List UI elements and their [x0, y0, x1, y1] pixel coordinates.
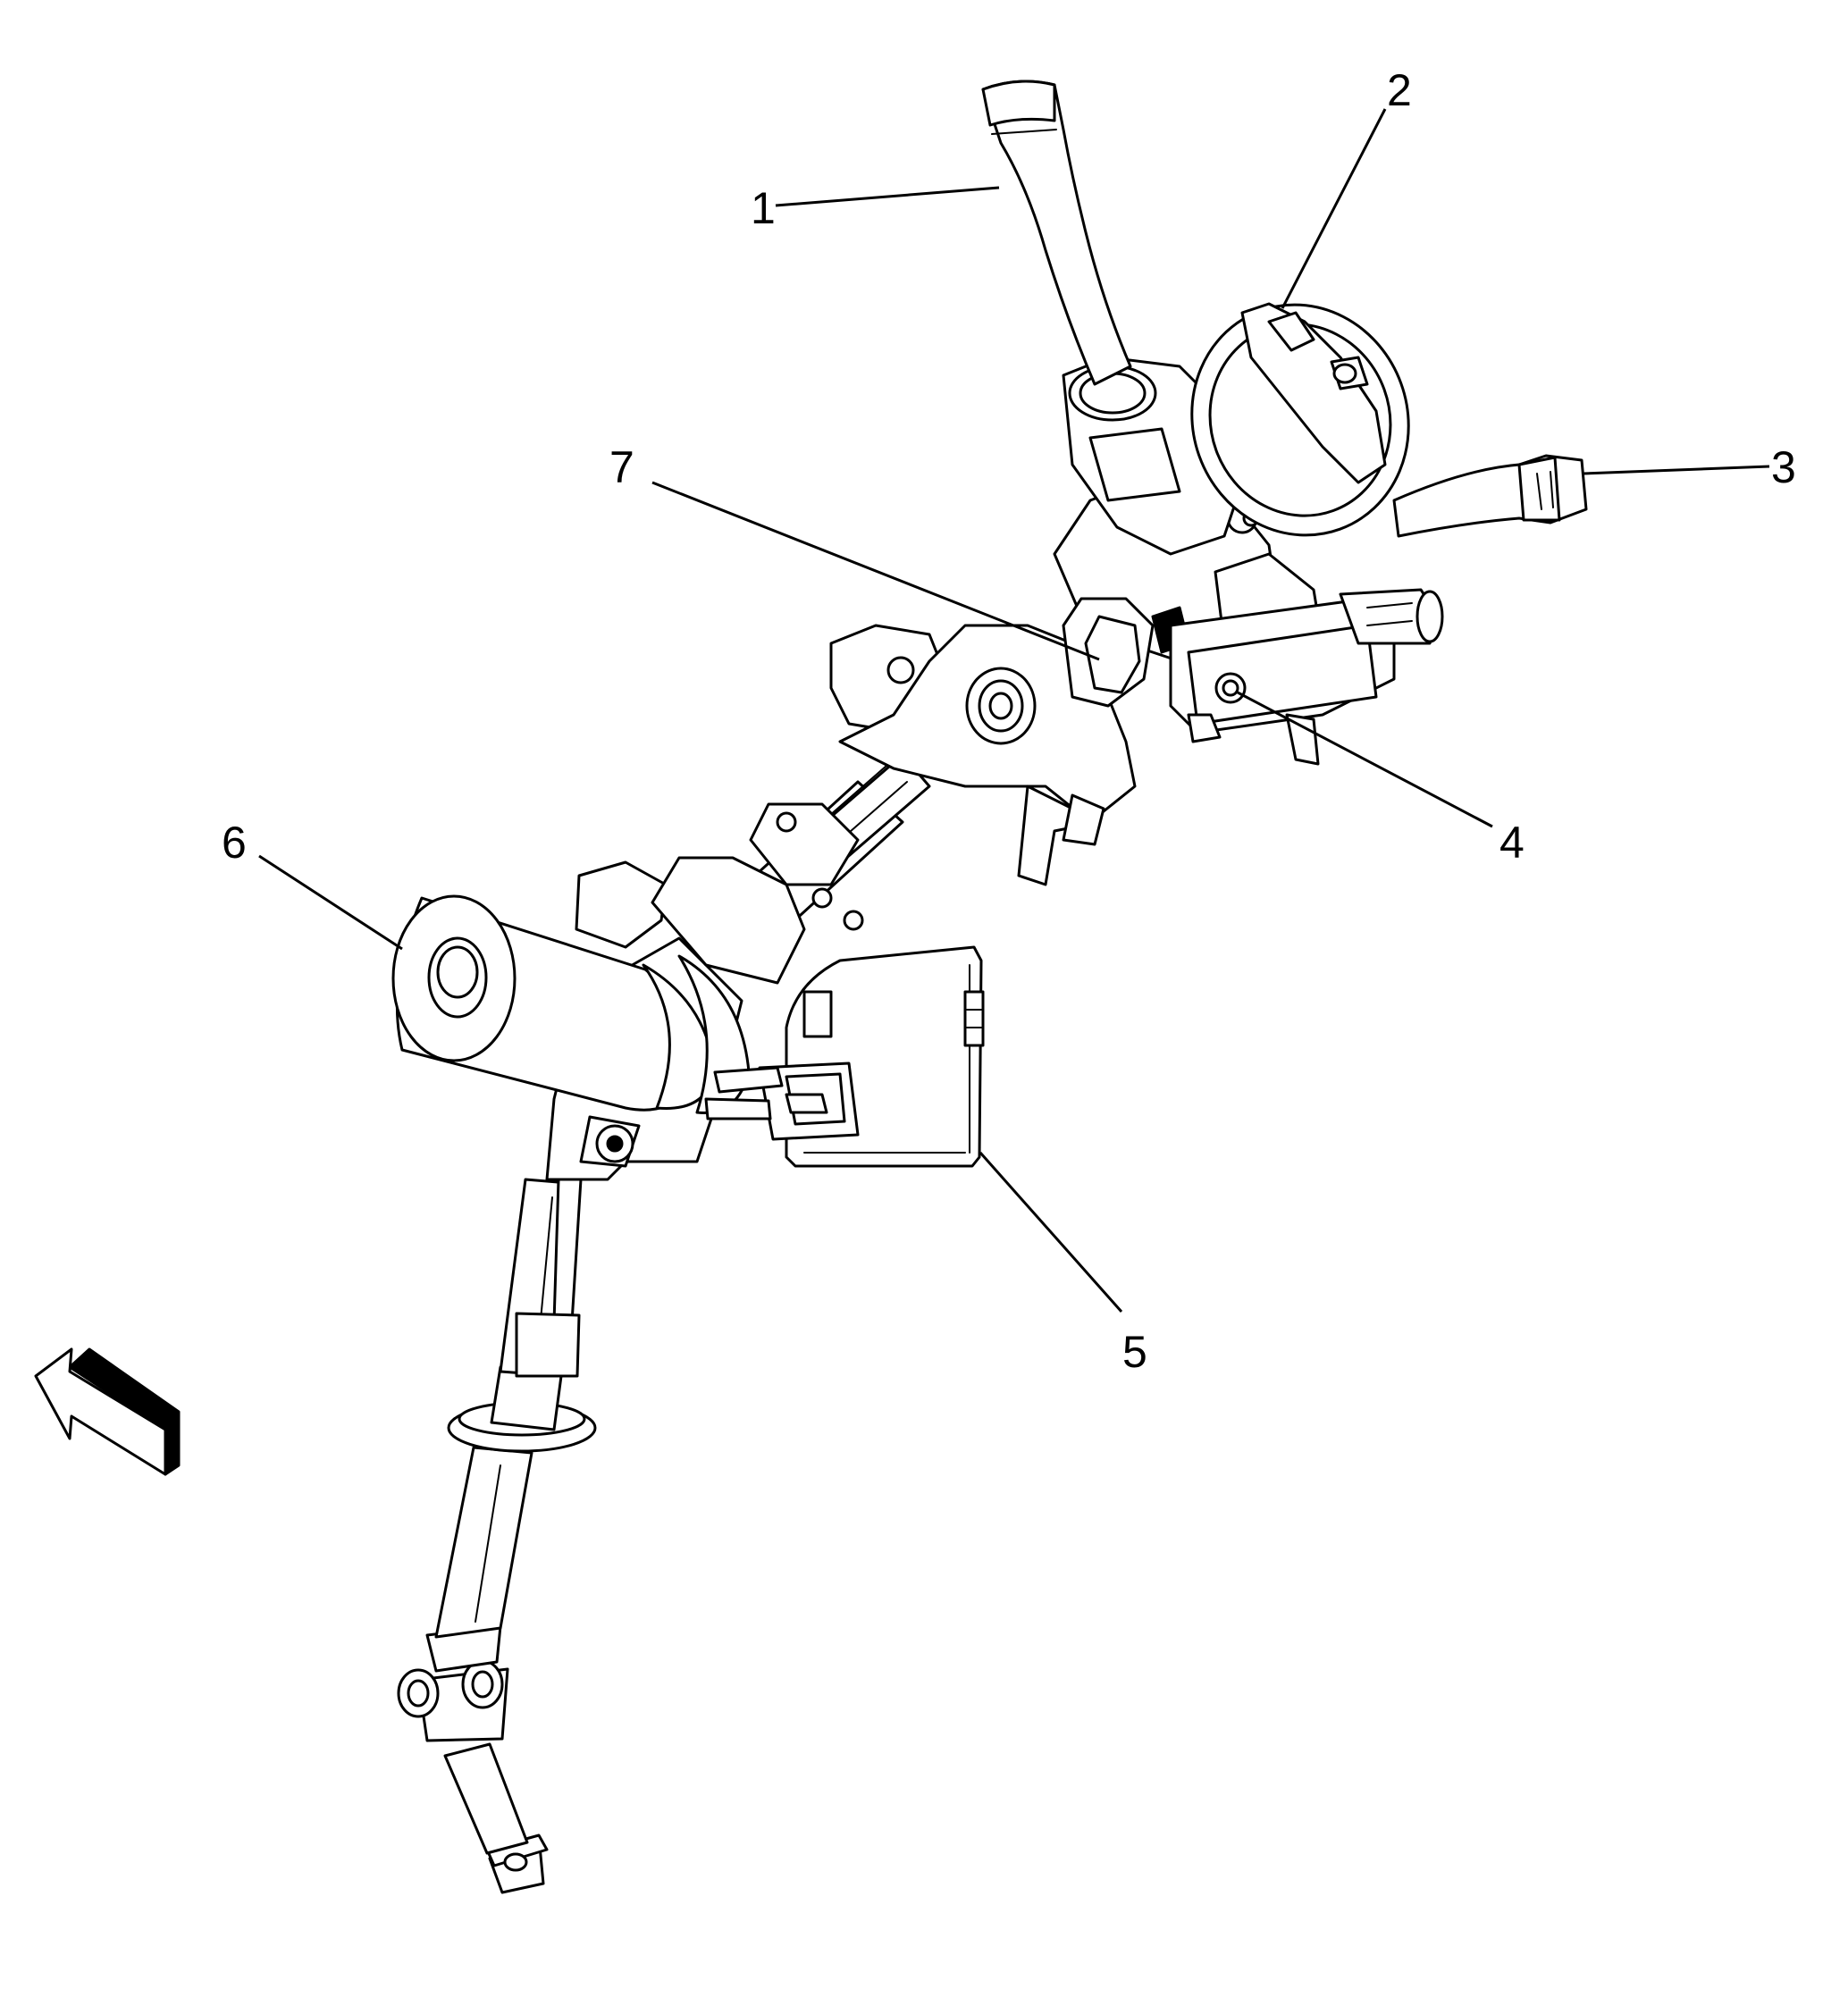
callout-leaders: [258, 108, 1770, 1313]
leader-7: [651, 481, 1100, 661]
leader-6: [258, 854, 403, 951]
steering-column-jacket: [651, 624, 1137, 985]
steering-column-control-module: [704, 945, 985, 1168]
power-steering-motor: [391, 860, 751, 1181]
multifunction-switch-assembly: [981, 80, 1588, 556]
callout-3: 3: [1771, 442, 1796, 492]
leader-1: [775, 186, 1000, 207]
callout-1: 1: [751, 183, 776, 233]
leader-5: [979, 1152, 1123, 1313]
leader-4: [1237, 691, 1493, 828]
callout-2: 2: [1387, 65, 1412, 115]
callout-6: 6: [222, 818, 247, 868]
forward-direction-arrow: [34, 1347, 181, 1476]
tilt-lever-bracket: [1169, 588, 1444, 766]
intermediate-shaft: [397, 1178, 597, 1894]
callout-5: 5: [1122, 1327, 1147, 1377]
callout-4: 4: [1499, 818, 1525, 868]
callout-7: 7: [609, 442, 634, 492]
leader-2: [1281, 108, 1387, 309]
leader-3: [1583, 465, 1770, 475]
callout-labels: 1 2 3 4 5 6 7: [222, 65, 1796, 1377]
